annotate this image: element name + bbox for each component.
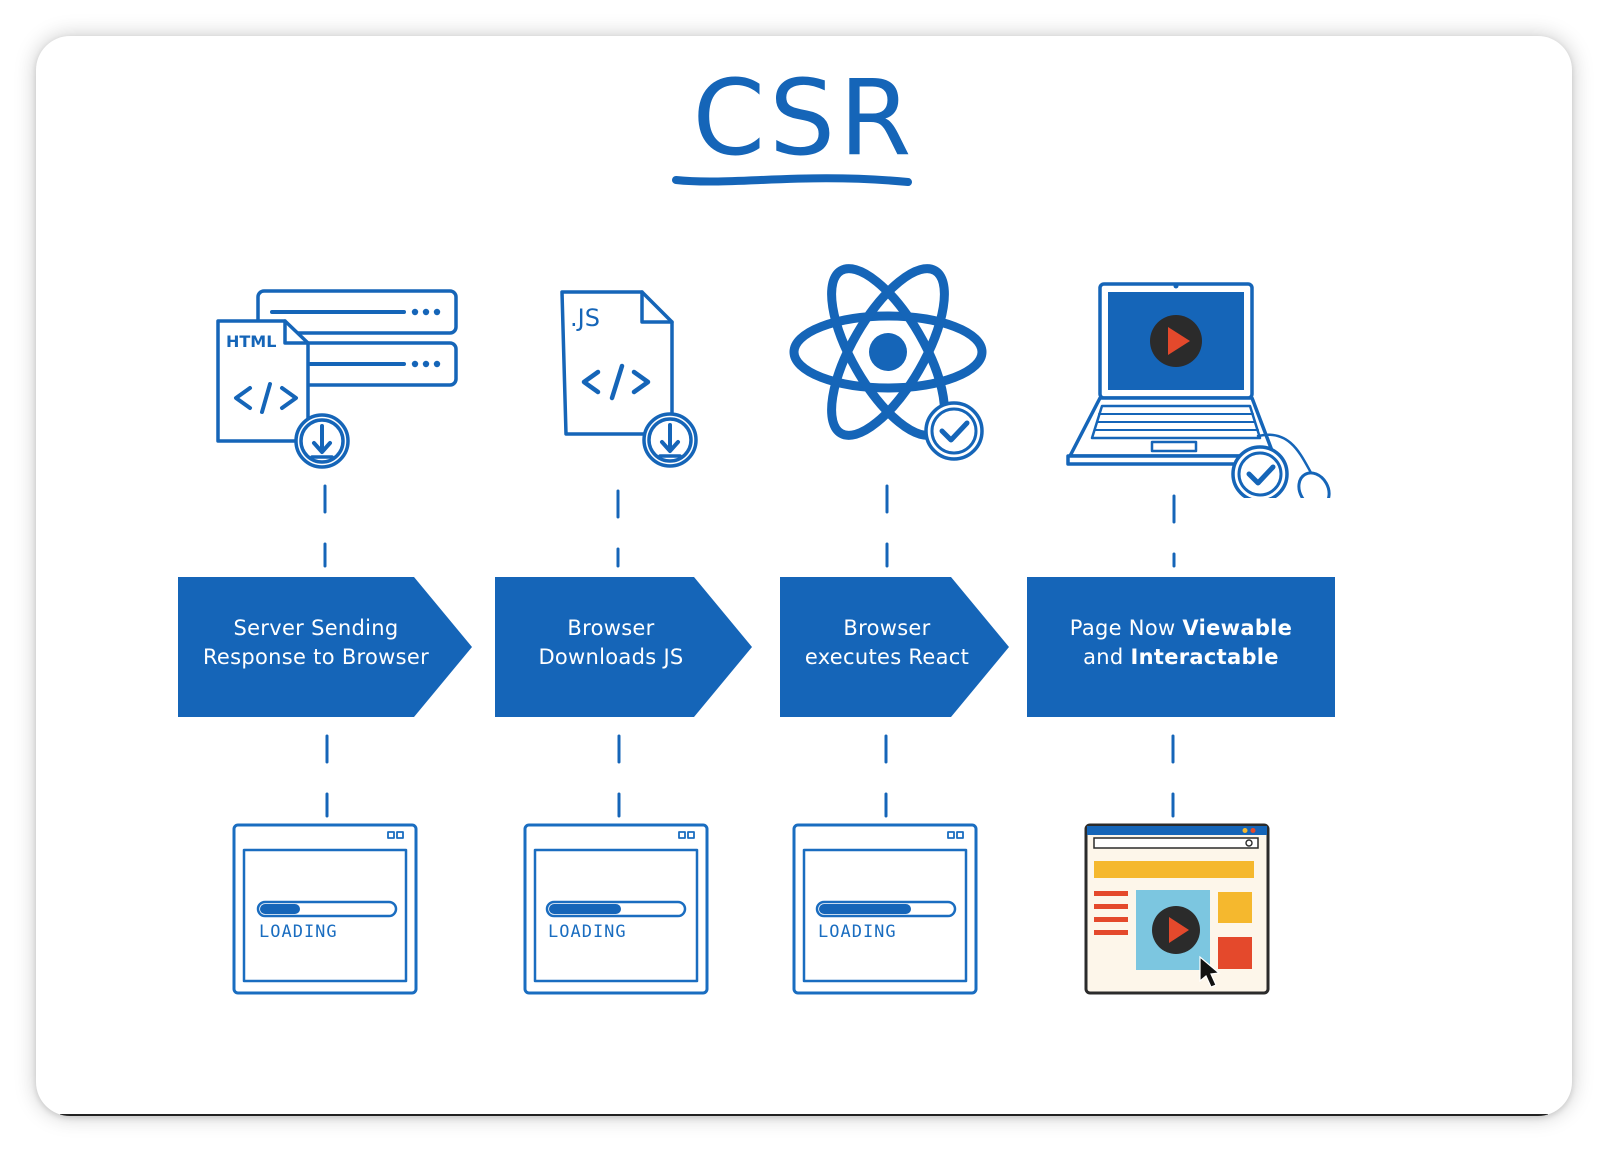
title-underline	[672, 174, 912, 186]
step-arrow-3	[780, 577, 1009, 717]
step-4-line2-bold: Interactable	[1130, 645, 1279, 669]
step-arrow-1	[178, 577, 472, 717]
loading-windows	[232, 823, 1270, 995]
step-4-line1-normal: Page Now	[1069, 616, 1183, 640]
step-arrow-2	[495, 577, 752, 717]
frame-bottom-border	[60, 1114, 1548, 1116]
step-2-line2: Downloads JS	[538, 645, 684, 669]
connector-lines	[323, 484, 1176, 818]
loading-window-1	[232, 823, 418, 995]
diagram-card: CSR	[36, 36, 1572, 1116]
step-arrows	[178, 577, 1335, 717]
loading-window-2	[523, 823, 709, 995]
loading-label-2: LOADING	[548, 922, 627, 942]
js-file-label: .JS	[570, 304, 600, 332]
step-4-line1: Page Now Viewable	[1027, 614, 1335, 643]
step-2-text: Browser Downloads JS	[495, 614, 727, 672]
step-3-line2: executes React	[804, 645, 970, 669]
interactive-page-window	[1084, 823, 1270, 995]
step-box-4	[1027, 577, 1335, 717]
loading-window-3	[792, 823, 978, 995]
step-3-line1: Browser	[843, 616, 931, 640]
step-4-text: Page Now Viewable and Interactable	[1027, 614, 1335, 672]
step-1-line2: Response to Browser	[202, 645, 430, 669]
step-4-line1-bold: Viewable	[1182, 616, 1293, 640]
laptop-video-check-icon	[1066, 282, 1331, 498]
diagram-stage: CSR	[36, 36, 1572, 1116]
diagram-title: CSR	[692, 57, 916, 179]
js-file-download-icon: .JS	[560, 290, 698, 468]
html-file-label: HTML	[226, 332, 276, 351]
step-3-text: Browser executes React	[780, 614, 994, 672]
step-2-line1: Browser	[567, 616, 655, 640]
html-file-download-icon: HTML	[216, 289, 458, 469]
loading-label-3: LOADING	[818, 922, 897, 942]
loading-label-1: LOADING	[259, 922, 338, 942]
react-atom-check-icon	[789, 264, 987, 461]
step-1-text: Server Sending Response to Browser	[178, 614, 454, 672]
step-1-line1: Server Sending	[233, 616, 399, 640]
step-4-line2-normal: and	[1083, 645, 1131, 669]
step-4-line2: and Interactable	[1027, 643, 1335, 672]
